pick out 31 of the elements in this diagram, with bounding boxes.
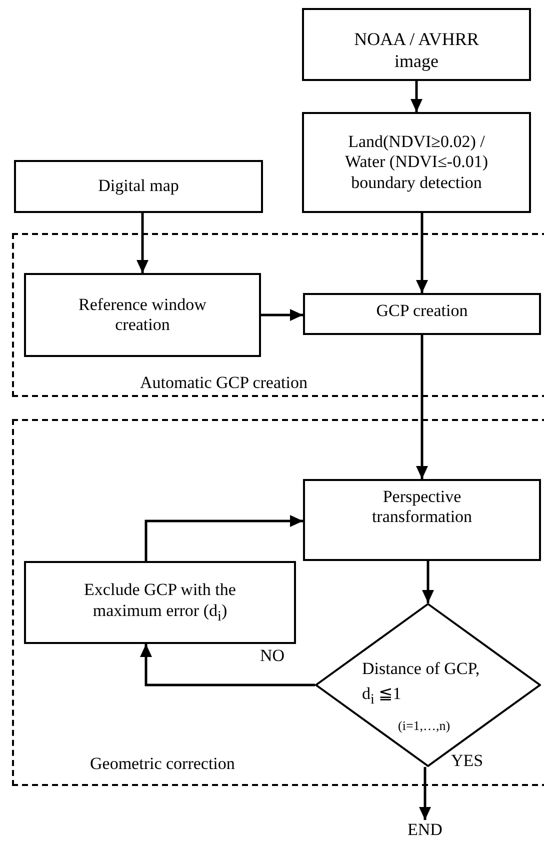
process-box [302,112,531,213]
end-text: END [408,820,442,839]
arrow [261,309,303,321]
step-text: Perspective transformation [370,487,474,528]
process-box [303,479,541,561]
process-box [303,293,541,335]
arrow [416,213,428,293]
arrow [419,767,431,820]
decision-diamond [315,603,541,767]
process-box [24,561,296,644]
group-label: Geometric correction [90,754,235,774]
decision-text: Distance of GCP, d$_{i}$ ≦1 [362,658,481,710]
step-text: NOAA / AVHRR image [353,28,480,72]
step-text: Digital map [98,176,179,197]
arrow [410,81,422,112]
step-text: GCP creation [376,301,468,322]
dashed-group-box [12,419,544,786]
step-text: Exclude GCP with the maximum error (d$_{i}$) [83,580,237,625]
process-box [302,8,531,81]
arrow [416,335,428,479]
process-box [24,273,261,357]
arrow [422,561,434,603]
decision-text: (i=1,…,n) [398,717,452,735]
step-text: Land(NDVI≥0.02) / Water (NDVI≤-0.01) boundary detection [344,132,489,194]
process-box [14,160,263,213]
arrow [144,515,303,561]
step-text: Reference window creation [78,294,208,336]
arrow [136,213,148,273]
group-label: Automatic GCP creation [140,373,308,393]
dashed-group-box [12,233,544,397]
arrow [140,644,315,686]
